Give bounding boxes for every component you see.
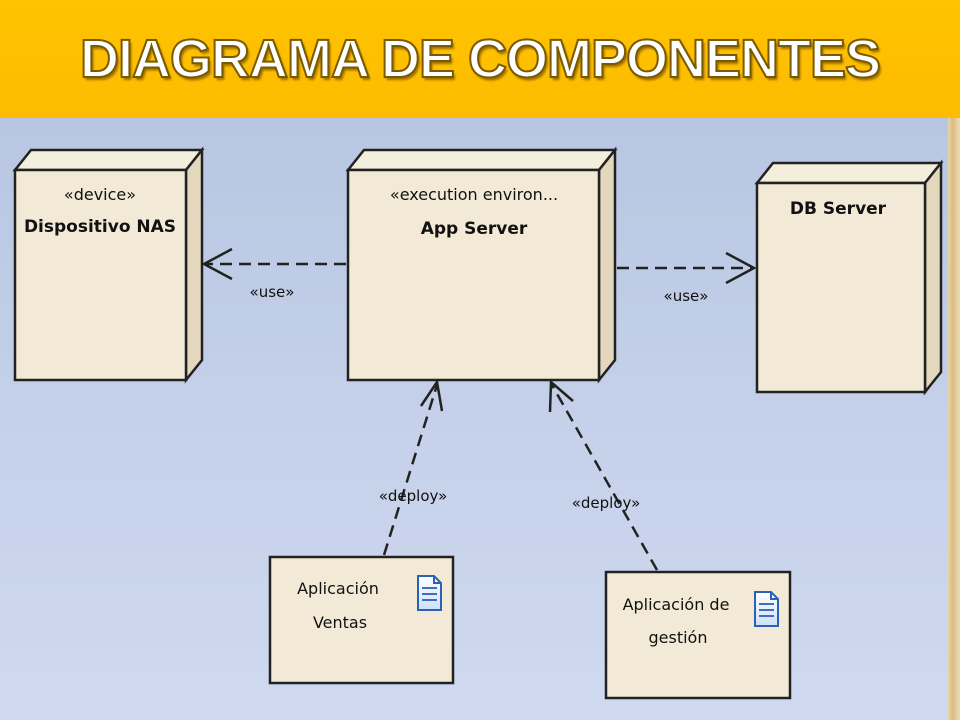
artifact-aplicacion-ventas[interactable]: Aplicación Ventas <box>268 555 455 685</box>
node-dispositivo-nas[interactable]: «device» Dispositivo NAS <box>12 146 205 384</box>
app-name: App Server <box>421 219 528 239</box>
app-stereotype: «execution environ... <box>390 185 558 204</box>
deploy-label-right: «deploy» <box>572 494 641 512</box>
deploy-label-left: «deploy» <box>379 487 448 505</box>
slide-title: DIAGRAMA DE COMPONENTES <box>79 28 882 90</box>
ventas-line1: Aplicación <box>297 579 379 598</box>
use-label-right: «use» <box>664 287 709 305</box>
artifact-document-icon <box>417 575 442 611</box>
connector-use-db[interactable]: «use» <box>617 251 757 305</box>
connector-deploy-gestion[interactable]: «deploy» <box>548 379 659 571</box>
db-name: DB Server <box>790 199 887 219</box>
gestion-line1: Aplicación de <box>623 595 730 614</box>
artifact-aplicacion-gestion[interactable]: Aplicación de gestión <box>604 570 792 700</box>
title-banner: DIAGRAMA DE COMPONENTES <box>0 0 960 118</box>
node-db-server[interactable]: DB Server <box>754 159 944 396</box>
use-label-left: «use» <box>250 283 295 301</box>
nas-stereotype: «device» <box>64 185 136 204</box>
nas-name: Dispositivo NAS <box>24 217 176 237</box>
connector-deploy-ventas[interactable]: «deploy» <box>379 378 448 556</box>
node-app-server[interactable]: «execution environ... App Server <box>345 146 618 384</box>
slide-edge-decoration <box>948 118 960 720</box>
ventas-line2: Ventas <box>313 613 367 632</box>
artifact-document-icon <box>754 591 779 627</box>
connector-use-nas[interactable]: «use» <box>201 247 346 301</box>
gestion-line2: gestión <box>649 628 708 647</box>
